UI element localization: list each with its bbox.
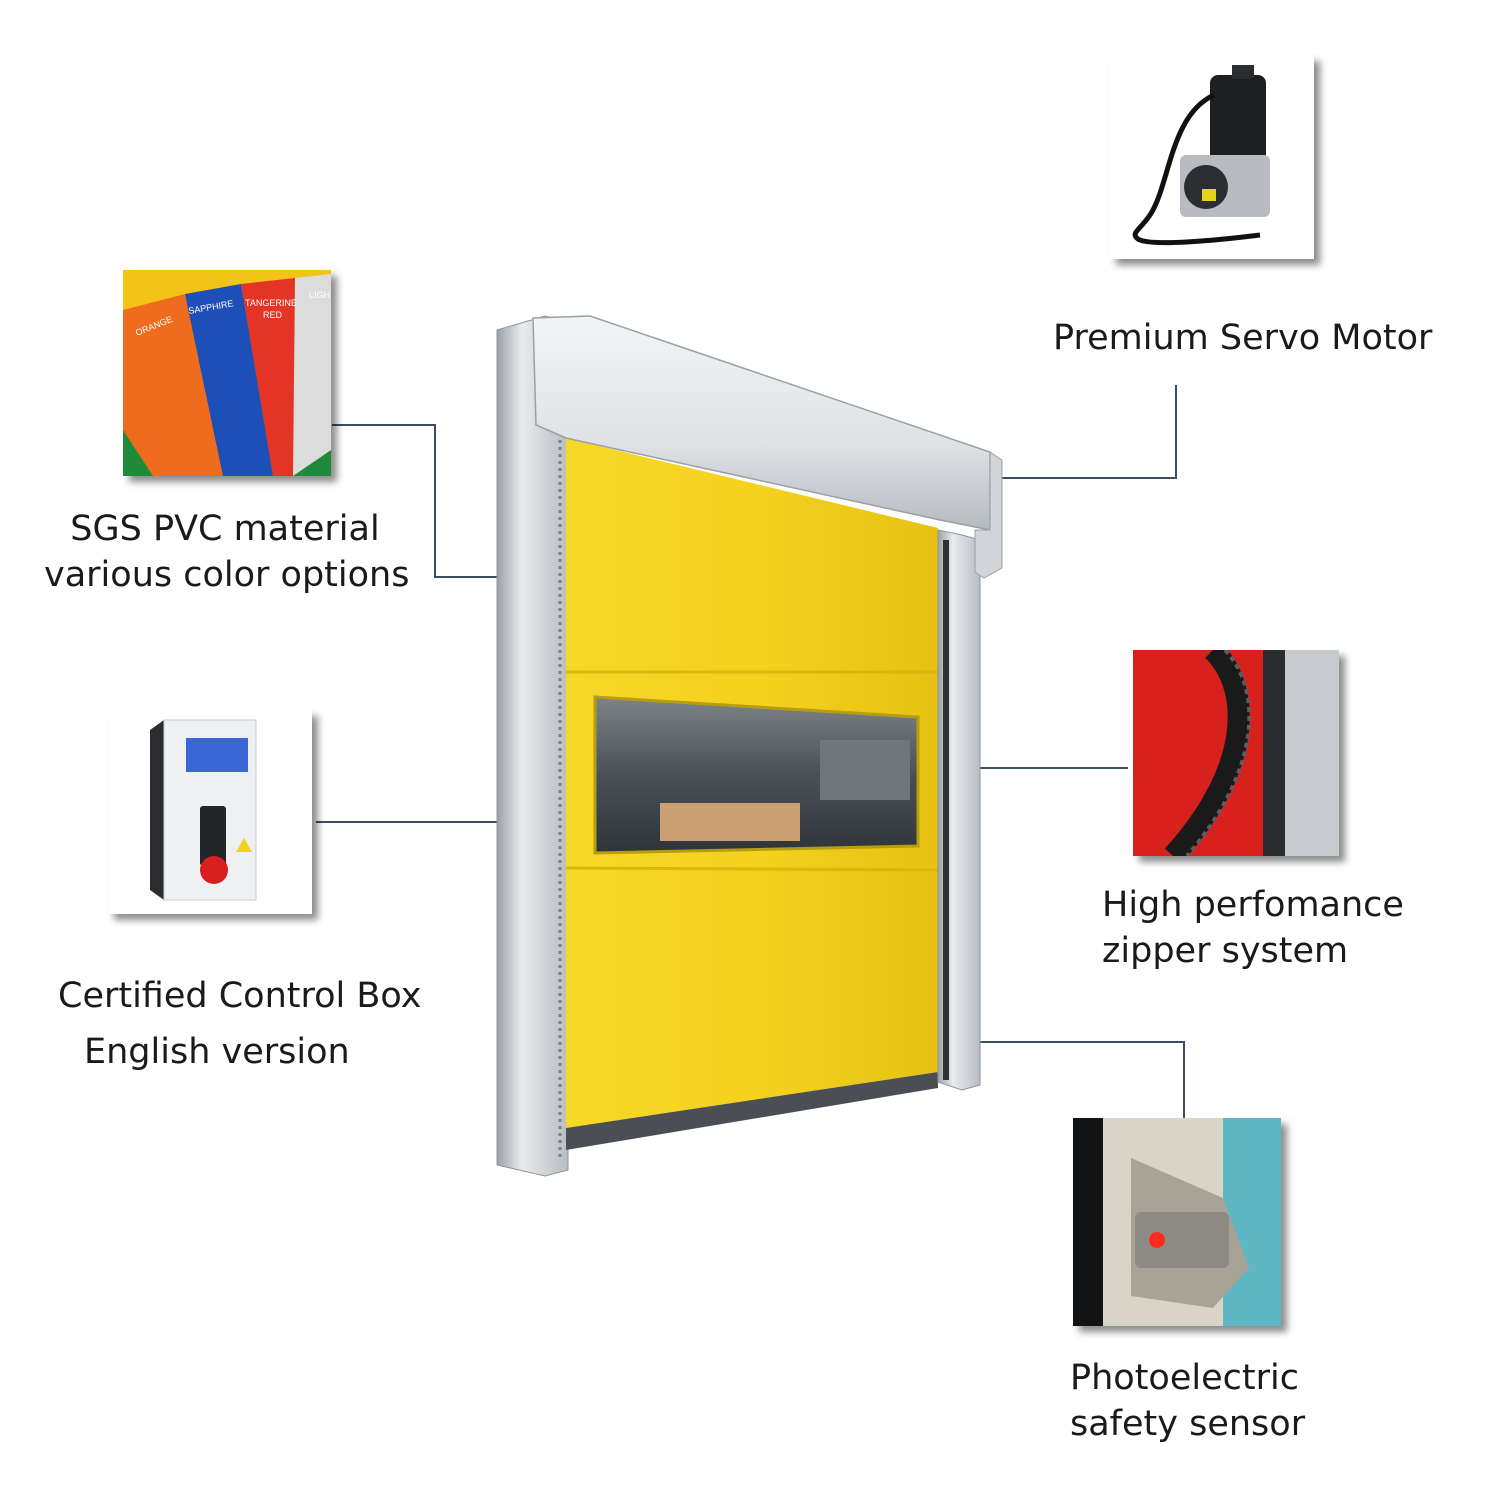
sensor-bg-teal [1223, 1118, 1281, 1326]
swatch-red [241, 278, 295, 476]
pvc-label: SGS PVC material various color options [44, 506, 410, 598]
sensor-label: Photoelectric safety sensor [1070, 1355, 1305, 1447]
encoder-label [1202, 189, 1216, 201]
curtain-seam-2 [565, 866, 939, 872]
motor-label: Premium Servo Motor [1053, 315, 1432, 361]
control-box-image [108, 710, 312, 914]
swatch-label-light: LIGH [309, 290, 330, 300]
zipper-system-image [1133, 650, 1339, 856]
pvc-color-swatch-image: ORANGE SAPPHIRE TANGERINE RED LIGH [123, 270, 331, 476]
motor-cap [1232, 65, 1254, 79]
sensor-housing [1135, 1212, 1229, 1268]
servo-motor-image [1110, 55, 1314, 259]
hood-end-cap [974, 451, 1003, 579]
zipper-label: High perfomance zipper system [1102, 882, 1404, 974]
leader-motor [996, 385, 1177, 479]
zipper-frame-dark [1263, 650, 1285, 856]
motor-body [1210, 75, 1266, 165]
control-box-buttons [200, 806, 226, 866]
control-box-label-line2: English version [84, 1032, 350, 1072]
bottom-bar [566, 1072, 938, 1150]
pvc-label-line2: various color options [44, 555, 410, 595]
window-pallets [660, 803, 800, 841]
control-box-label-line1: Certified Control Box [58, 976, 422, 1016]
zipper-teeth [1164, 650, 1250, 856]
swatch-light [293, 274, 331, 476]
photoelectric-sensor-image [1073, 1118, 1281, 1326]
emergency-stop-button [200, 856, 228, 884]
window-building [820, 740, 910, 800]
left-guide-post [496, 315, 569, 1177]
swatch-label-red: RED [263, 310, 283, 320]
control-box-side [150, 720, 164, 900]
sensor-led [1149, 1232, 1165, 1248]
sensor-door-post [1073, 1118, 1103, 1326]
swatch-sapphire [185, 284, 273, 476]
motor-label-line1: Premium Servo Motor [1053, 318, 1433, 358]
zipper-teeth-detail [1185, 650, 1252, 856]
zipper-label-line1: High perfomance [1102, 885, 1404, 925]
leader-sensor [968, 1041, 1185, 1118]
swatch-orange [123, 294, 223, 476]
encoder [1184, 165, 1228, 209]
warning-sticker [236, 838, 252, 852]
sensor-label-line2: safety sensor [1070, 1404, 1306, 1444]
control-box-label: Certified Control Box English version [58, 968, 421, 1080]
motor-cable [1132, 92, 1261, 246]
swatch-label-tangerine: TANGERINE [245, 298, 297, 308]
sensor-label-line1: Photoelectric [1070, 1358, 1299, 1398]
control-box-screen [186, 738, 248, 772]
top-roller-hood [532, 315, 991, 531]
zipper-frame [1283, 650, 1339, 856]
zipper-label-line2: zipper system [1102, 931, 1349, 971]
pvc-label-line1: SGS PVC material [70, 509, 380, 549]
